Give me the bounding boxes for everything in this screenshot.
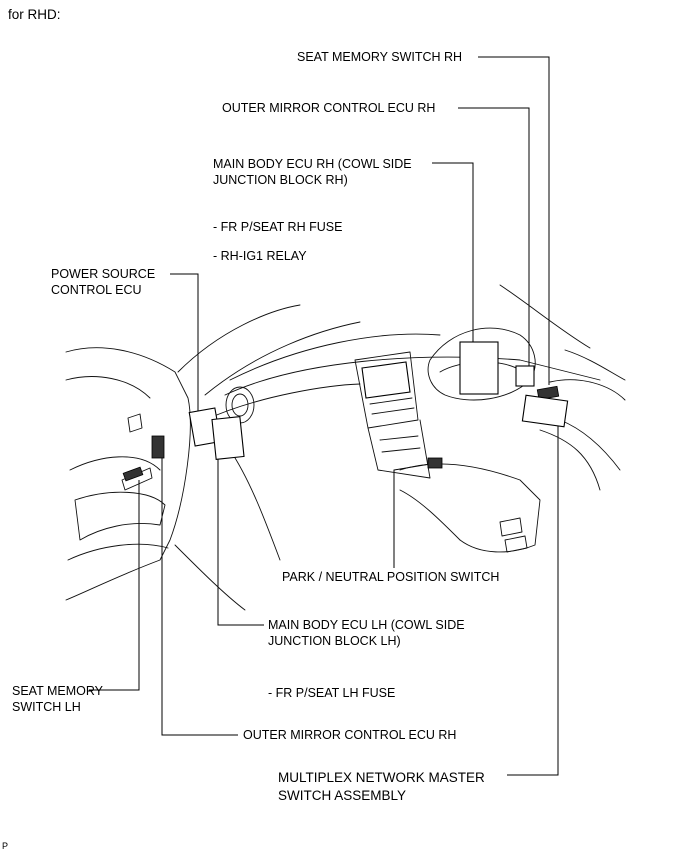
label-park-neutral-switch: PARK / NEUTRAL POSITION SWITCH <box>282 570 500 584</box>
label-main-body-ecu-rh: MAIN BODY ECU RH (COWL SIDE JUNCTION BLO… <box>213 157 412 187</box>
label-multiplex-master-switch: MULTIPLEX NETWORK MASTER SWITCH ASSEMBLY <box>278 770 485 803</box>
leader-multiplex-master-switch <box>507 425 559 776</box>
header-title: for RHD: <box>8 7 61 22</box>
leader-lines <box>89 56 559 776</box>
main-body-ecu-rh-part <box>459 341 499 395</box>
leader-outer-mirror-ecu-rh-top <box>458 107 530 372</box>
leader-outer-mirror-ecu-rh-bottom <box>161 455 238 736</box>
multiplex-master-switch-part <box>521 394 569 428</box>
label-fr-pseat-lh-fuse: - FR P/SEAT LH FUSE <box>268 686 396 700</box>
outer-mirror-ecu-lh-part <box>122 466 144 482</box>
leader-seat-memory-switch-lh <box>89 480 140 691</box>
leader-seat-memory-switch-rh <box>478 56 550 385</box>
park-neutral-switch-part <box>427 457 443 469</box>
leader-main-body-ecu-rh <box>432 162 474 345</box>
seat-memory-switch-lh-part <box>151 435 165 459</box>
label-seat-memory-switch-lh: SEAT MEMORY SWITCH LH <box>12 684 103 714</box>
label-outer-mirror-ecu-rh-bottom: OUTER MIRROR CONTROL ECU RH <box>243 728 457 742</box>
label-seat-memory-switch-rh: SEAT MEMORY SWITCH RH <box>297 50 463 64</box>
outer-mirror-ecu-rh-part <box>515 365 535 387</box>
leader-power-source-ecu <box>170 273 199 412</box>
main-body-ecu-lh-part <box>211 416 245 460</box>
leader-park-neutral-switch <box>393 463 431 568</box>
label-rh-ig1-relay: - RH-IG1 RELAY <box>213 249 307 263</box>
label-fr-pseat-rh-fuse: - FR P/SEAT RH FUSE <box>213 220 343 234</box>
label-power-source-ecu: POWER SOURCE CONTROL ECU <box>51 267 156 297</box>
vehicle-interior-art <box>65 284 626 611</box>
leader-main-body-ecu-lh <box>217 455 264 626</box>
label-main-body-ecu-lh: MAIN BODY ECU LH (COWL SIDE JUNCTION BLO… <box>268 618 465 648</box>
label-outer-mirror-ecu-rh-top: OUTER MIRROR CONTROL ECU RH <box>222 101 436 115</box>
footer-code: P <box>2 841 9 851</box>
components <box>122 341 569 482</box>
